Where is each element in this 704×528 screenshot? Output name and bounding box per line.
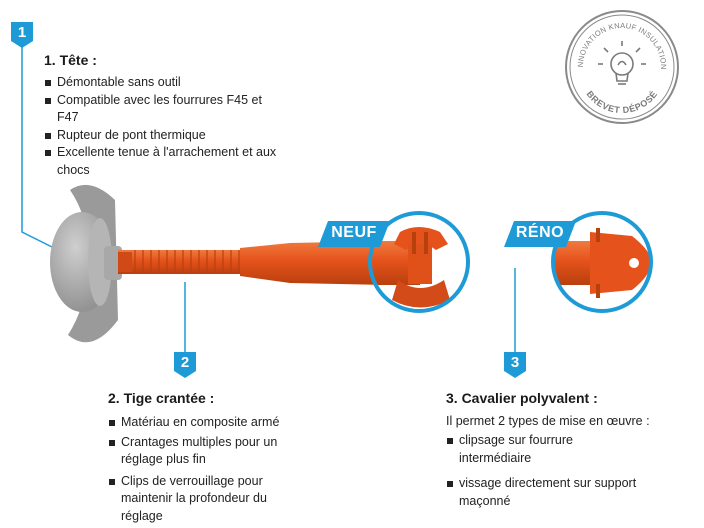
section1-bullet: Démontable sans outil (44, 74, 284, 92)
section2-bullet: Clips de verrouillage pour maintenir la … (108, 473, 288, 526)
section2-title: 2. Tige crantée : (108, 390, 215, 406)
badge-2: 2 (174, 352, 196, 378)
head (50, 184, 122, 343)
section3-title: 3. Cavalier polyvalent : (446, 390, 598, 406)
section3-bullets: clipsage sur fourrure intermédiaire viss… (446, 432, 646, 510)
rod-sleeve (240, 241, 385, 285)
section3-bullet: vissage directement sur support maçonné (446, 475, 646, 510)
patent-seal: INNOVATION KNAUF INSULATION BREVET DÉPOS… (562, 1, 681, 126)
connector-1 (21, 46, 63, 253)
section2-bullet: Matériau en composite armé (108, 414, 288, 432)
detail-reno (551, 211, 653, 313)
section3-intro: Il permet 2 types de mise en œuvre : (446, 414, 650, 428)
section1-title: 1. Tête : (44, 52, 97, 68)
section1-bullet: Excellente tenue à l'arrachement et aux … (44, 144, 284, 179)
detail-neuf (368, 211, 470, 313)
section1-bullets: Démontable sans outil Compatible avec le… (44, 74, 284, 179)
lightbulb-icon (598, 41, 646, 85)
threaded-rod (118, 250, 250, 274)
section2-bullet: Crantages multiples pour un réglage plus… (108, 434, 288, 469)
section2-bullets: Matériau en composite armé Crantages mul… (108, 414, 288, 525)
section1-bullet: Rupteur de pont thermique (44, 127, 284, 145)
section1-bullet: Compatible avec les fourrures F45 et F47 (44, 92, 284, 127)
badge-1: 1 (11, 22, 33, 48)
tag-neuf: NEUF (318, 221, 390, 247)
tag-reno: RÉNO (504, 221, 576, 247)
section3-bullet: clipsage sur fourrure intermédiaire (446, 432, 646, 467)
badge-3: 3 (504, 352, 526, 378)
